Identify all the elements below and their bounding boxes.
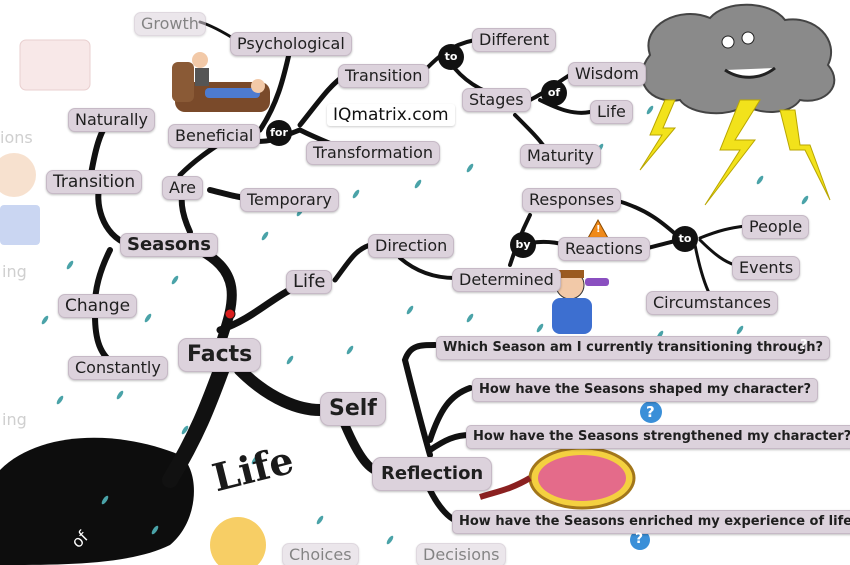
rain-drop-icon bbox=[41, 315, 49, 325]
rain-drop-icon bbox=[346, 345, 354, 355]
rain-drop-icon bbox=[144, 313, 152, 323]
rain-drop-icon bbox=[414, 179, 422, 189]
node-direction[interactable]: Direction bbox=[368, 234, 455, 258]
node-facts[interactable]: Facts bbox=[178, 338, 262, 372]
branch-direction-determined bbox=[398, 256, 457, 280]
node-people[interactable]: People bbox=[742, 215, 810, 239]
node-wisdom[interactable]: Wisdom bbox=[568, 62, 646, 86]
branch-facts-self bbox=[234, 364, 326, 416]
connector-by: by bbox=[510, 232, 536, 258]
question-2[interactable]: How have the Seasons shaped my character… bbox=[472, 378, 819, 402]
rain-drop-icon bbox=[352, 189, 360, 199]
lightning bbox=[639, 99, 831, 206]
node-beneficial[interactable]: Beneficial bbox=[168, 124, 261, 148]
branch-reflection-questions bbox=[401, 342, 473, 523]
psychologist-icon bbox=[172, 52, 270, 112]
node-determined[interactable]: Determined bbox=[452, 268, 561, 292]
rain-drop-icon bbox=[286, 355, 294, 365]
rain-drop-icon bbox=[171, 275, 179, 285]
rain-drop-icon bbox=[801, 195, 809, 205]
node-stages[interactable]: Stages bbox=[462, 88, 531, 112]
node-growth[interactable]: Growth bbox=[134, 12, 206, 36]
node-naturally[interactable]: Naturally bbox=[68, 108, 155, 132]
question-4[interactable]: How have the Seasons enriched my experie… bbox=[452, 510, 850, 534]
node-responses[interactable]: Responses bbox=[522, 188, 622, 212]
ladybug-icon bbox=[224, 308, 236, 320]
rain-drop-icon bbox=[736, 325, 744, 335]
rain-drop-icon bbox=[101, 495, 109, 505]
question-3[interactable]: How have the Seasons strengthened my cha… bbox=[466, 425, 850, 449]
rain-drop-icon bbox=[66, 260, 74, 270]
node-temporary[interactable]: Temporary bbox=[240, 188, 339, 212]
rain-drop-icon bbox=[756, 175, 764, 185]
node-life-stage[interactable]: Life bbox=[590, 100, 633, 124]
rain-drop-icon bbox=[646, 105, 654, 115]
faded-book-icon bbox=[0, 205, 40, 245]
question-mark-glyph: ? bbox=[800, 338, 808, 353]
node-life-branch[interactable]: Life bbox=[286, 270, 333, 294]
rain-drop-icon bbox=[116, 390, 124, 400]
warning-glyph: ! bbox=[596, 224, 601, 235]
node-different[interactable]: Different bbox=[472, 28, 557, 52]
connector-for: for bbox=[266, 120, 292, 146]
rain-drop-icon bbox=[251, 455, 259, 465]
node-constantly[interactable]: Constantly bbox=[68, 356, 168, 380]
rain-drop-icon bbox=[466, 313, 474, 323]
node-seasons[interactable]: Seasons bbox=[120, 233, 218, 257]
mirror-icon bbox=[479, 446, 636, 510]
rain-drop-icon bbox=[181, 425, 189, 435]
node-reflection[interactable]: Reflection bbox=[372, 457, 493, 491]
question-mark-icon bbox=[630, 530, 650, 550]
node-self[interactable]: Self bbox=[320, 392, 386, 426]
brand-label: IQmatrix.com bbox=[327, 104, 455, 126]
node-ing-bottom-faded: ing bbox=[2, 410, 27, 429]
node-are[interactable]: Are bbox=[162, 176, 204, 200]
branch-life-facts bbox=[162, 352, 233, 488]
lightning-icon bbox=[639, 99, 677, 171]
node-transition-top[interactable]: Transition bbox=[338, 64, 430, 88]
rain-drop-icon bbox=[406, 305, 414, 315]
storm-cloud-icon bbox=[640, 3, 836, 115]
rain-drop-icon bbox=[261, 231, 269, 241]
question-1[interactable]: Which Season am I currently transitionin… bbox=[436, 336, 831, 360]
question-mark-glyph: ? bbox=[635, 531, 644, 547]
rain-drop-icon bbox=[316, 515, 324, 525]
faded-person-icon bbox=[0, 153, 36, 197]
node-change[interactable]: Change bbox=[58, 294, 138, 318]
rain-drop-icon bbox=[151, 525, 159, 535]
faded-edge-art bbox=[0, 39, 91, 245]
question-mark-icon bbox=[640, 401, 662, 423]
center-blob bbox=[0, 437, 194, 565]
rain-drop-icon bbox=[386, 535, 394, 545]
node-choices-faded: Choices bbox=[282, 543, 359, 565]
rain-drop-icon bbox=[56, 395, 64, 405]
connector-to-right: to bbox=[672, 226, 698, 252]
node-decisions-faded: Decisions bbox=[416, 543, 507, 565]
confused-man-icon bbox=[552, 270, 609, 334]
branch-facts-life bbox=[216, 286, 294, 334]
question-mark-glyph: ? bbox=[646, 403, 655, 421]
node-maturity[interactable]: Maturity bbox=[520, 144, 601, 168]
rain-drop-icon bbox=[466, 163, 474, 173]
node-reactions[interactable]: Reactions bbox=[558, 237, 650, 261]
node-ing-left-faded: ing bbox=[2, 262, 27, 281]
node-transition-left[interactable]: Transition bbox=[46, 170, 143, 194]
node-circumstances[interactable]: Circumstances bbox=[646, 291, 778, 315]
branch-life-direction bbox=[332, 242, 373, 283]
rain-drop-icon bbox=[536, 323, 544, 333]
node-psychological[interactable]: Psychological bbox=[230, 32, 352, 56]
branch-seasons-left bbox=[87, 117, 133, 368]
connector-of: of bbox=[541, 80, 567, 106]
lightning-icon bbox=[704, 99, 761, 206]
lightning-icon bbox=[779, 109, 831, 201]
node-transformation[interactable]: Transformation bbox=[306, 141, 441, 165]
node-ions-faded: ions bbox=[0, 128, 33, 147]
lightbulb-icon bbox=[210, 517, 266, 565]
faded-map-icon bbox=[19, 39, 91, 91]
branches bbox=[87, 20, 747, 523]
node-events[interactable]: Events bbox=[732, 256, 801, 280]
connector-to-top: to bbox=[438, 44, 464, 70]
